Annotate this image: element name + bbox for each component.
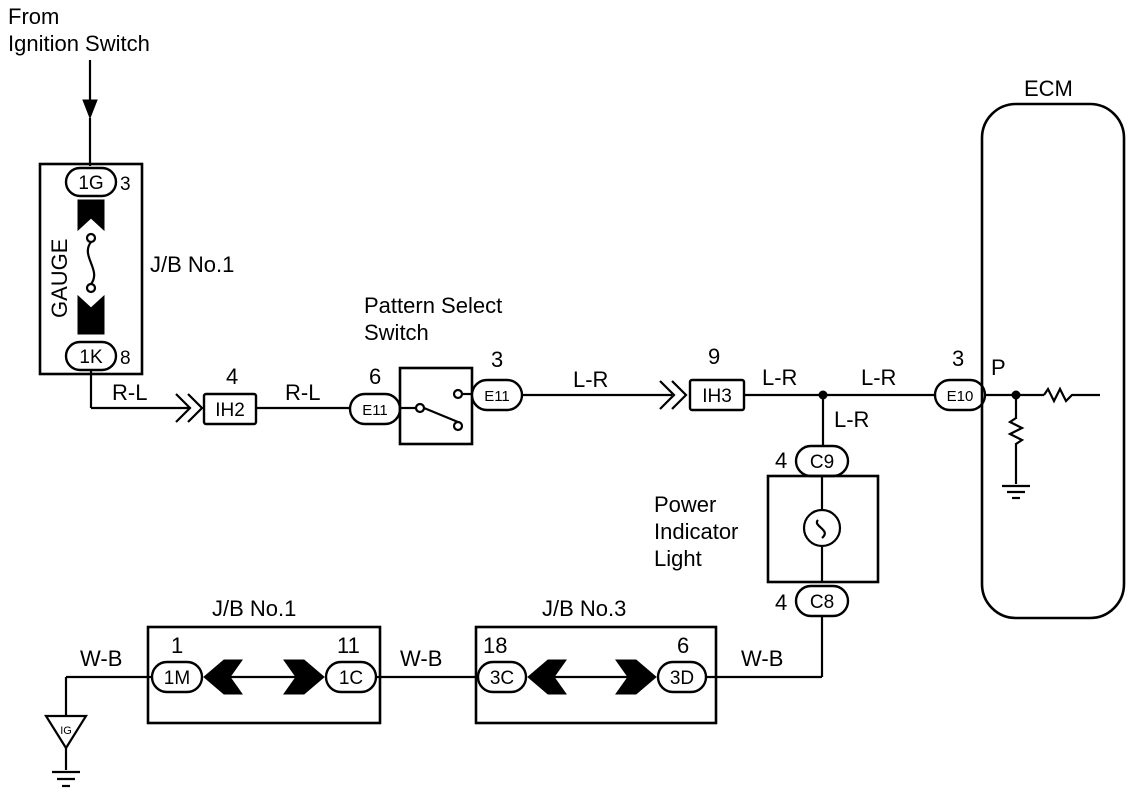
wire-label-rl-2: R-L <box>285 380 320 405</box>
power-light-label-line2: Indicator <box>654 519 738 544</box>
power-indicator-light: 4 C9 Power Indicator Light 4 C8 W-B <box>654 444 880 679</box>
connector-e11-left-label: E11 <box>362 402 388 419</box>
jb1-housing <box>146 625 382 725</box>
ground-ig: W-B IG <box>44 646 152 788</box>
resistor-vertical-icon <box>1007 395 1025 484</box>
jb1-block: J/B No.1 1 11 1M 1C <box>146 596 382 725</box>
jb1-right-pin: 11 <box>337 633 360 658</box>
connector-1k-label: 1K <box>79 347 103 368</box>
wire-label-wb-1: W-B <box>80 646 122 671</box>
jb1-left-pin: 1 <box>171 633 183 658</box>
gauge-fuse-block: GAUGE J/B No.1 1G 3 1K 8 <box>38 162 234 376</box>
arrow-down-icon <box>82 99 98 120</box>
gauge-fuse-label: GAUGE <box>47 239 72 318</box>
connector-1m-label: 1M <box>164 668 190 689</box>
jb1-fuse-label: J/B No.1 <box>150 252 234 277</box>
wire-label-wb-2: W-B <box>400 646 442 671</box>
jb3-label: J/B No.3 <box>542 596 626 621</box>
connector-e11-right-label: E11 <box>484 388 510 405</box>
wire-label-rl-1: R-L <box>112 380 147 405</box>
connector-c8-pin: 4 <box>775 590 787 615</box>
switch-contact-icon <box>423 406 459 424</box>
power-light-label-line1: Power <box>654 492 716 517</box>
fuse-clip-top-icon <box>77 199 105 232</box>
jb3-clip-right-icon <box>615 659 657 695</box>
ecm-unit: ECM P <box>980 76 1126 620</box>
connector-c9-pin: 4 <box>775 448 787 473</box>
power-light-label-line3: Light <box>654 546 702 571</box>
connector-1c-label: 1C <box>339 668 363 689</box>
connector-e11-right-pin: 3 <box>491 347 503 372</box>
pattern-select-switch: Pattern Select Switch 6 E11 3 E11 <box>348 293 524 446</box>
connector-ih3-pin: 9 <box>708 344 720 369</box>
ecm-terminal-p: P <box>991 355 1006 380</box>
chevron-right-icon-2 <box>659 380 676 410</box>
ecm-housing <box>980 102 1126 620</box>
connector-e11-left-pin: 6 <box>369 364 381 389</box>
connector-c8-label: C8 <box>810 592 834 613</box>
resistor-horizontal-icon <box>1043 386 1100 404</box>
switch-housing <box>398 366 474 446</box>
connector-1k-pin: 8 <box>120 348 131 369</box>
wire-label-wb-3: W-B <box>741 646 783 671</box>
connector-3d <box>656 660 708 694</box>
connector-3d-label: 3D <box>670 668 694 689</box>
source-label-line1: From <box>8 4 59 29</box>
pattern-switch-label-line1: Pattern Select <box>364 293 502 318</box>
chevron-right-icon <box>175 393 192 423</box>
jb3-block: J/B No.3 18 6 3C 3D <box>474 596 718 725</box>
connector-3c-label: 3C <box>490 668 514 689</box>
ground-point-icon <box>44 714 88 751</box>
ecm-label: ECM <box>1024 76 1073 101</box>
wire-label-lr-2: L-R <box>762 365 797 390</box>
ground-label: IG <box>60 725 72 737</box>
source-label-line2: Ignition Switch <box>8 31 150 56</box>
jb3-left-pin: 18 <box>483 633 507 658</box>
connector-c9-label: C9 <box>810 452 834 473</box>
pattern-switch-label-line2: Switch <box>364 320 429 345</box>
connector-e10-label: E10 <box>947 388 974 405</box>
connector-e10-pin: 3 <box>952 346 964 371</box>
jb1-clip-right-icon <box>283 659 325 695</box>
jb1-bottom-label: J/B No.1 <box>212 596 296 621</box>
connector-1g-pin: 3 <box>120 174 131 195</box>
jb3-housing <box>474 625 718 725</box>
jb3-right-pin: 6 <box>677 633 689 658</box>
fuse-clip-bottom-icon <box>77 294 105 335</box>
wire-rl-section: R-L 4 IH2 R-L <box>89 364 352 426</box>
connector-1g-label: 1G <box>78 173 103 194</box>
wire-label-lr-3: L-R <box>861 365 896 390</box>
connector-1g <box>64 166 118 198</box>
wire-label-lr-1: L-R <box>573 367 608 392</box>
ignition-source: From Ignition Switch <box>8 4 150 166</box>
connector-ih2-pin: 4 <box>226 364 238 389</box>
connector-1c <box>324 660 378 694</box>
wire-label-lr-4: L-R <box>834 407 869 432</box>
connector-ih3-label: IH3 <box>702 386 732 407</box>
wire-lr-section: L-R 9 IH3 L-R L-R L-R 3 E10 <box>522 344 987 448</box>
connector-ih2-label: IH2 <box>215 400 245 421</box>
